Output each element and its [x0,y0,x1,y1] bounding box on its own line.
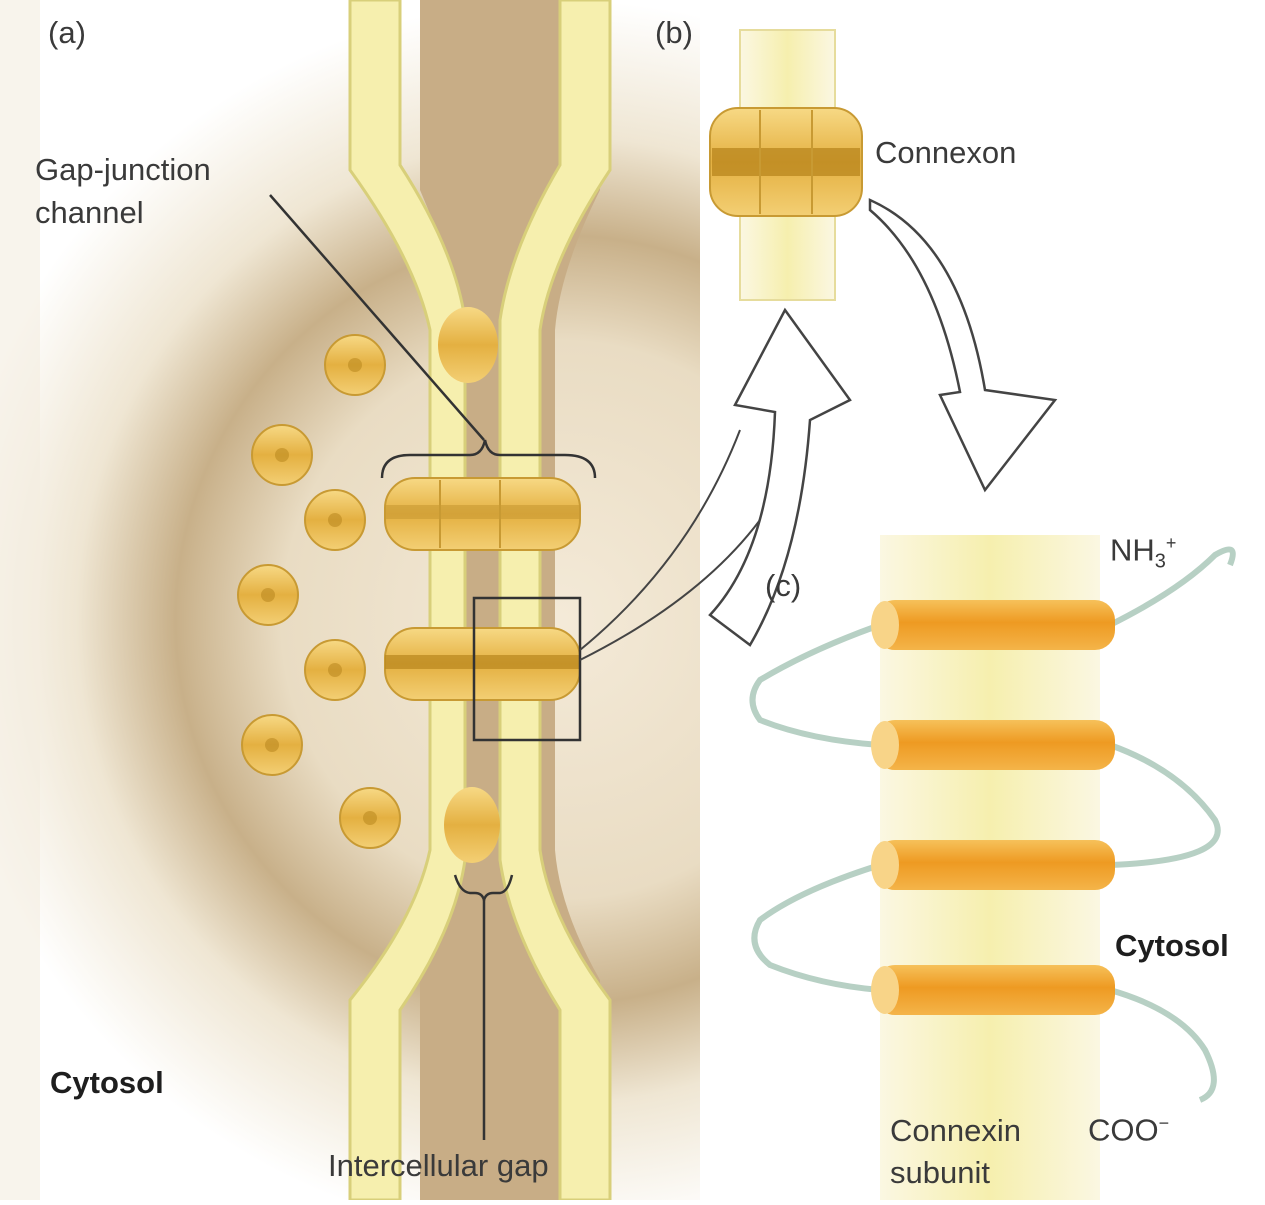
intercellular-gap-label: Intercellular gap [328,1148,549,1183]
gap-junction-channel-lower [384,627,581,701]
gap-junction-channel-upper [384,477,581,551]
membrane-protein [438,307,498,383]
extracellular-loop [749,622,882,748]
connexin-illustration [749,535,1236,1200]
zoom-box [472,596,582,742]
right-membrane [498,0,612,1202]
nh3-label: NH3+ [1110,532,1177,573]
helix [871,720,1115,770]
connexin-label-line1: Connexin [890,1113,1021,1148]
cytosol-right-label: Cytosol [1115,928,1229,963]
panel-label-a: (a) [48,15,86,50]
cytoplasmic-loop [1108,742,1221,868]
connexin-label-line2: subunit [890,1155,990,1190]
extracellular-loop-2 [751,862,881,993]
helix [871,840,1115,890]
connexon-illustration [709,29,863,301]
zoom-line [579,519,761,661]
gap-junction-label-line1: Gap-junction [35,152,211,187]
helix [871,965,1115,1015]
connexon-label: Connexon [875,135,1017,170]
channel-bracket [380,439,597,479]
panel-label-b: (b) [655,15,693,50]
gap-junction-leader [269,194,485,441]
c-terminus-loop [1109,987,1217,1103]
gap-junction-label-line2: channel [35,195,144,230]
arrow-down [868,198,1058,493]
arrow-up [708,307,852,647]
n-terminus-loop [1108,546,1236,628]
helix [871,600,1115,650]
panel-label-c: (c) [765,568,802,603]
membrane-protein [444,787,500,863]
cytosol-left-label: Cytosol [50,1065,164,1100]
coo-label: COO− [1088,1112,1170,1148]
